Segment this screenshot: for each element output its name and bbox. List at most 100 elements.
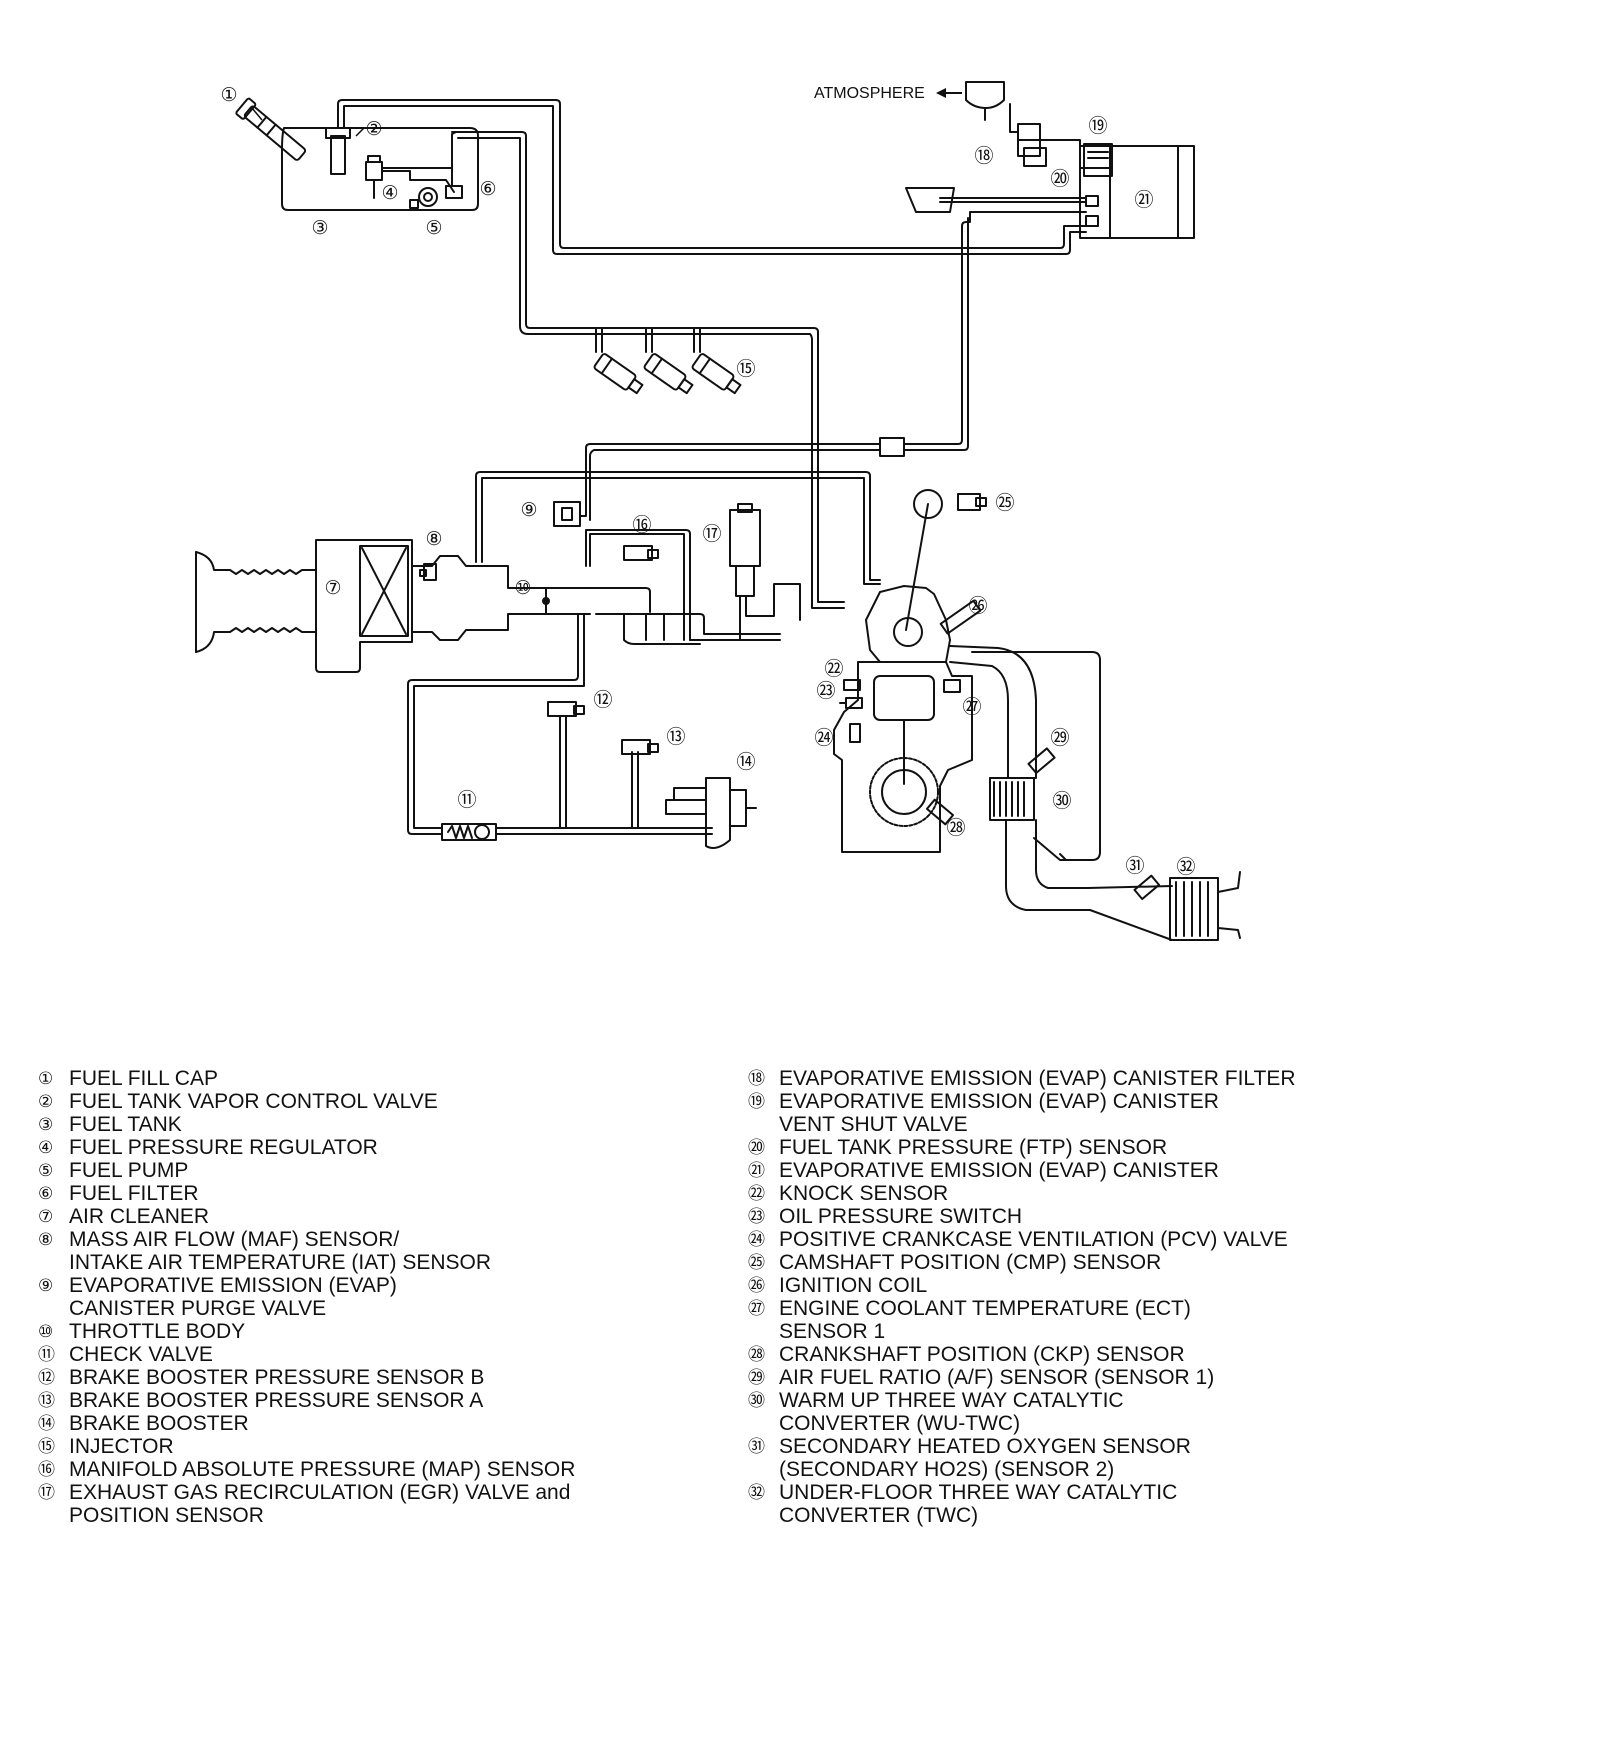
legend-line: CAMSHAFT POSITION (CMP) SENSOR <box>779 1251 1162 1274</box>
callout-12: ⑫ <box>593 689 612 711</box>
ignition-coil <box>939 599 982 635</box>
legend-text: INJECTOR <box>69 1435 688 1458</box>
ckp-sensor <box>925 798 955 826</box>
legend-line: EVAPORATIVE EMISSION (EVAP) CANISTER FIL… <box>779 1067 1296 1090</box>
legend-number: ㉚ <box>748 1391 765 1410</box>
legend-line: EXHAUST GAS RECIRCULATION (EGR) VALVE an… <box>69 1481 571 1504</box>
legend-text: EVAPORATIVE EMISSION (EVAP) CANISTER <box>779 1159 1468 1182</box>
legend-number: ⑤ <box>38 1161 54 1180</box>
legend-number: ㉛ <box>748 1437 765 1456</box>
legend-text: EXHAUST GAS RECIRCULATION (EGR) VALVE an… <box>69 1481 688 1527</box>
vent-shut-valve <box>1023 147 1047 167</box>
legend-line: WARM UP THREE WAY CATALYTIC <box>779 1389 1124 1412</box>
legend-item: ㉛ SECONDARY HEATED OXYGEN SENSOR(SECONDAR… <box>748 1435 1468 1481</box>
legend-line: VENT SHUT VALVE <box>779 1113 968 1136</box>
legend-item: ⑩ THROTTLE BODY <box>38 1320 688 1343</box>
fuel-pump <box>409 187 438 209</box>
legend-line: AIR CLEANER <box>69 1205 210 1228</box>
legend-number: ③ <box>38 1115 54 1134</box>
legend-number: ㉕ <box>748 1253 765 1272</box>
legend-line: BRAKE BOOSTER PRESSURE SENSOR B <box>69 1366 485 1389</box>
legend-line: KNOCK SENSOR <box>779 1182 949 1205</box>
callout-22: ㉒ <box>824 658 843 680</box>
legend-number: ㉜ <box>748 1483 765 1502</box>
legend-line: INTAKE AIR TEMPERATURE (IAT) SENSOR <box>69 1251 491 1274</box>
legend-text: EVAPORATIVE EMISSION (EVAP)CANISTER PURG… <box>69 1274 688 1320</box>
legend-line: THROTTLE BODY <box>69 1320 246 1343</box>
evap-canister <box>1079 145 1195 239</box>
piston <box>873 675 935 721</box>
air-cleaner <box>315 539 413 673</box>
fuel-tank-vapor-control-valve <box>330 135 346 175</box>
legend-text: MANIFOLD ABSOLUTE PRESSURE (MAP) SENSOR <box>69 1458 688 1481</box>
callout-26: ㉖ <box>968 595 987 617</box>
legend-number: ⑳ <box>748 1138 765 1157</box>
callout-18: ⑱ <box>974 145 993 167</box>
callout-31: ㉛ <box>1125 855 1144 877</box>
legend-text: FUEL FILL CAP <box>69 1067 688 1090</box>
intake-duct <box>195 551 317 575</box>
legend-line: SECONDARY HEATED OXYGEN SENSOR <box>779 1435 1191 1458</box>
legend-number: ⑫ <box>38 1368 55 1387</box>
callout-32: ㉜ <box>1176 856 1195 878</box>
callout-13: ⑬ <box>666 726 685 748</box>
legend-right-column: ⑱ EVAPORATIVE EMISSION (EVAP) CANISTER FI… <box>748 1067 1468 1527</box>
legend-line: MASS AIR FLOW (MAF) SENSOR/ <box>69 1228 400 1251</box>
legend-number: ② <box>38 1092 54 1111</box>
callout-6: ⑥ <box>479 179 496 200</box>
legend-line: POSITION SENSOR <box>69 1504 264 1527</box>
legend-number: ㉙ <box>748 1368 765 1387</box>
legend-line: OIL PRESSURE SWITCH <box>779 1205 1023 1228</box>
legend-line: EVAPORATIVE EMISSION (EVAP) CANISTER <box>779 1159 1219 1182</box>
legend-line: CANISTER PURGE VALVE <box>69 1297 327 1320</box>
legend-text: FUEL PRESSURE REGULATOR <box>69 1136 688 1159</box>
throttle-body <box>542 587 550 615</box>
legend-number: ⑩ <box>38 1322 54 1341</box>
legend-line: FUEL PRESSURE REGULATOR <box>69 1136 378 1159</box>
knock-sensor <box>843 679 861 691</box>
brake-booster-pressure-sensor-a <box>621 739 659 755</box>
legend-number: ㉑ <box>748 1161 765 1180</box>
legend-line: FUEL TANK <box>69 1113 182 1136</box>
callout-19: ⑲ <box>1088 115 1107 137</box>
legend-text: BRAKE BOOSTER <box>69 1412 688 1435</box>
underfloor-twc <box>1169 877 1219 941</box>
callout-2: ② <box>365 119 382 140</box>
legend-number: ⑪ <box>38 1345 55 1364</box>
legend-text: MASS AIR FLOW (MAF) SENSOR/INTAKE AIR TE… <box>69 1228 688 1274</box>
ect-sensor <box>943 679 961 693</box>
legend-line: UNDER-FLOOR THREE WAY CATALYTIC <box>779 1481 1178 1504</box>
legend-text: FUEL TANK VAPOR CONTROL VALVE <box>69 1090 688 1113</box>
callout-24: ㉔ <box>814 727 833 749</box>
legend-line: CONVERTER (WU-TWC) <box>779 1412 1021 1435</box>
legend-line: MANIFOLD ABSOLUTE PRESSURE (MAP) SENSOR <box>69 1458 576 1481</box>
legend-item: ㉕ CAMSHAFT POSITION (CMP) SENSOR <box>748 1251 1468 1274</box>
legend-number: ⑬ <box>38 1391 55 1410</box>
legend-number: ⑱ <box>748 1069 765 1088</box>
legend-text: SECONDARY HEATED OXYGEN SENSOR(SECONDARY… <box>779 1435 1468 1481</box>
check-valve <box>441 823 497 841</box>
af-sensor <box>1027 747 1056 775</box>
legend-text: CAMSHAFT POSITION (CMP) SENSOR <box>779 1251 1468 1274</box>
air-intake <box>195 539 781 673</box>
legend-line: BRAKE BOOSTER <box>69 1412 249 1435</box>
legend-item: ② FUEL TANK VAPOR CONTROL VALVE <box>38 1090 688 1113</box>
fuel-filter <box>445 185 463 199</box>
atmosphere-label: ATMOSPHERE <box>814 85 925 102</box>
